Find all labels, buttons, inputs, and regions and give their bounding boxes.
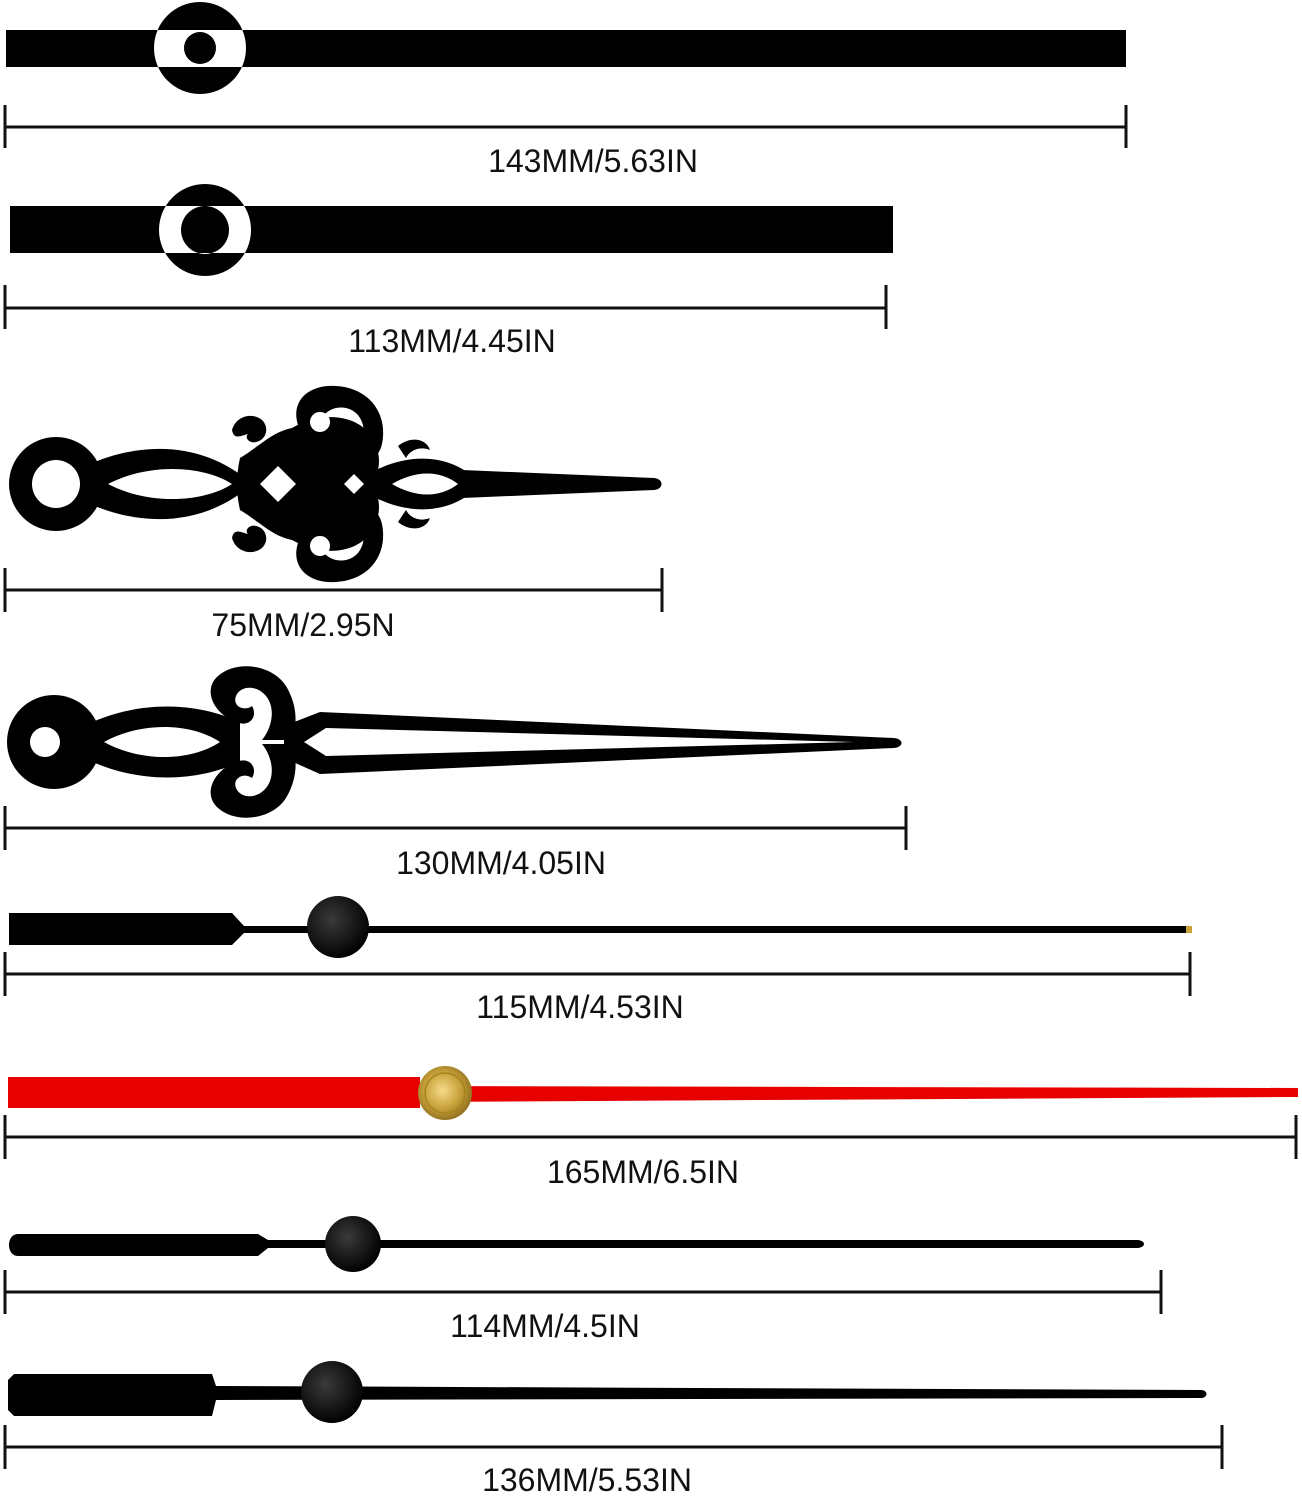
hand-2-straight-short (10, 184, 893, 276)
hand-6-red-second (8, 1066, 1298, 1120)
dimension-label-4: 130MM/4.05IN (396, 845, 606, 881)
dimension-line-2 (3, 285, 888, 329)
dimension-label-7: 114MM/4.5IN (450, 1308, 640, 1344)
dimension-label-3: 75MM/2.95N (211, 607, 394, 643)
dimension-label-1: 143MM/5.63IN (488, 143, 698, 179)
dimension-line-6 (3, 1115, 1298, 1159)
dimension-label-6: 165MM/6.5IN (547, 1154, 739, 1190)
dimension-label-5: 115MM/4.53IN (476, 989, 684, 1025)
hand-3-ornate-short (8, 385, 662, 583)
hand-4-ornate-long (6, 666, 902, 818)
dimension-line-1 (3, 105, 1128, 148)
hand-7-second-round-tail (9, 1216, 1144, 1272)
dimension-line-8 (3, 1425, 1224, 1469)
dimension-line-4 (3, 806, 908, 850)
dimension-label-8: 136MM/5.53IN (482, 1462, 692, 1498)
hand-8-second-wide-tail (8, 1361, 1207, 1423)
dimension-label-2: 113MM/4.45IN (348, 323, 556, 359)
dimension-line-5 (3, 952, 1192, 996)
hand-5-second-flat-tail (9, 896, 1192, 958)
dimension-line-3 (3, 568, 664, 612)
dimension-line-7 (3, 1270, 1163, 1314)
hand-1-straight-long (6, 1, 1126, 95)
